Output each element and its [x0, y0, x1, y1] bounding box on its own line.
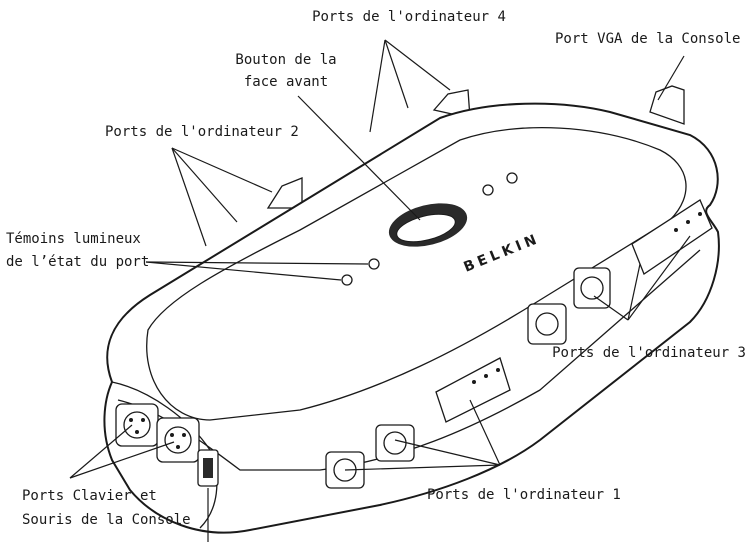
computer-1-vga-port: [435, 357, 511, 423]
led-3: [482, 184, 494, 196]
leader-computer-3-c: [627, 235, 691, 321]
label-computer-ports-4: Ports de l'ordinateur 4: [312, 9, 506, 25]
leader-computer-3-a: [627, 263, 641, 321]
leader-computer-1-b: [394, 439, 501, 466]
label-computer-ports-3: Ports de l'ordinateur 3: [552, 345, 746, 361]
leader-computer-4-a: [369, 39, 386, 133]
leader-computer-4-b: [384, 39, 409, 109]
label-console-vga-port: Port VGA de la Console: [555, 31, 740, 47]
computer-3-ports: [527, 199, 713, 345]
label-status-led-line1: Témoins lumineux: [6, 231, 141, 247]
leader-console-mouse: [69, 441, 175, 479]
label-console-kbd-mouse-line1: Ports Clavier et: [22, 488, 157, 504]
status-leds: [341, 172, 518, 286]
led-4: [506, 172, 518, 184]
leader-computer-3-b: [593, 295, 629, 321]
leader-front-button: [297, 95, 421, 221]
led-2: [368, 258, 380, 270]
leader-console-vga: [657, 55, 685, 101]
label-status-led-line2: de l’état du port: [6, 254, 149, 270]
front-panel-button: [388, 203, 468, 247]
rear-port-tabs: [266, 85, 685, 209]
switch-body: [103, 102, 720, 534]
leader-computer-1-c: [469, 399, 501, 466]
top-face-contour: [146, 127, 687, 421]
label-computer-ports-2: Ports de l'ordinateur 2: [105, 124, 299, 140]
leader-led-a: [145, 261, 369, 265]
leader-computer-4-c: [384, 39, 451, 91]
leader-computer-2-a: [171, 147, 207, 247]
body-outline: [103, 102, 720, 534]
led-1: [341, 274, 353, 286]
leader-lines: [69, 39, 691, 542]
label-console-kbd-mouse-line2: Souris de la Console: [22, 512, 191, 528]
console-ports: [115, 403, 219, 487]
callout-labels: Ports de l'ordinateur 4 Port VGA de la C…: [6, 9, 746, 528]
leader-led-b: [145, 261, 342, 281]
label-computer-ports-1: Ports de l'ordinateur 1: [427, 487, 621, 503]
leader-computer-1-a: [344, 464, 501, 471]
label-front-button-line1: Bouton de la: [235, 52, 336, 68]
leader-computer-2-c: [171, 147, 273, 193]
computer-port-2-tab: [266, 177, 303, 209]
label-front-button-line2: face avant: [244, 74, 328, 90]
leader-console-kbd: [69, 424, 133, 479]
console-vga-port-tab: [649, 85, 685, 125]
leader-computer-2-b: [171, 147, 238, 223]
